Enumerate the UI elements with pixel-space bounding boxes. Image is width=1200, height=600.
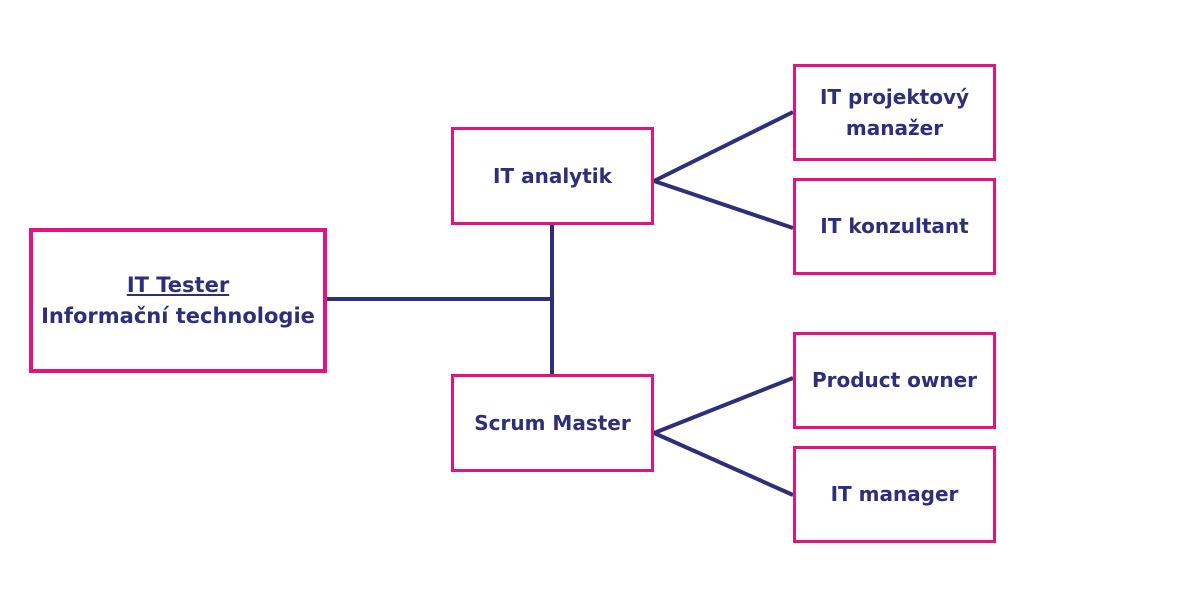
it-tester-subtitle: Informační technologie	[41, 303, 315, 328]
node-it-manager: IT manager	[793, 446, 996, 543]
node-label: IT analytik	[493, 163, 612, 188]
node-label: IT manager	[830, 482, 959, 506]
connector-analytik-to-konzultant	[653, 179, 794, 230]
node-label-line1: IT projektový	[819, 84, 970, 109]
node-scrum-master: Scrum Master	[451, 374, 654, 472]
node-it-projektovy-manazer: IT projektový manažer	[793, 64, 996, 161]
node-it-tester: IT Tester Informační technologie	[29, 228, 327, 373]
connector-scrum-to-it-manager	[653, 431, 794, 497]
node-label-line2: manažer	[845, 115, 944, 140]
node-label: Scrum Master	[474, 410, 631, 435]
it-tester-link[interactable]: IT Tester	[126, 272, 230, 297]
node-it-konzultant: IT konzultant	[793, 178, 996, 275]
node-it-analytik: IT analytik	[451, 127, 654, 225]
node-product-owner: Product owner	[793, 332, 996, 429]
connector-scrum-to-product-owner	[653, 376, 794, 435]
node-label: IT konzultant	[820, 214, 969, 238]
node-label: Product owner	[811, 368, 978, 392]
connector-analytik-to-projektovy	[653, 110, 794, 183]
